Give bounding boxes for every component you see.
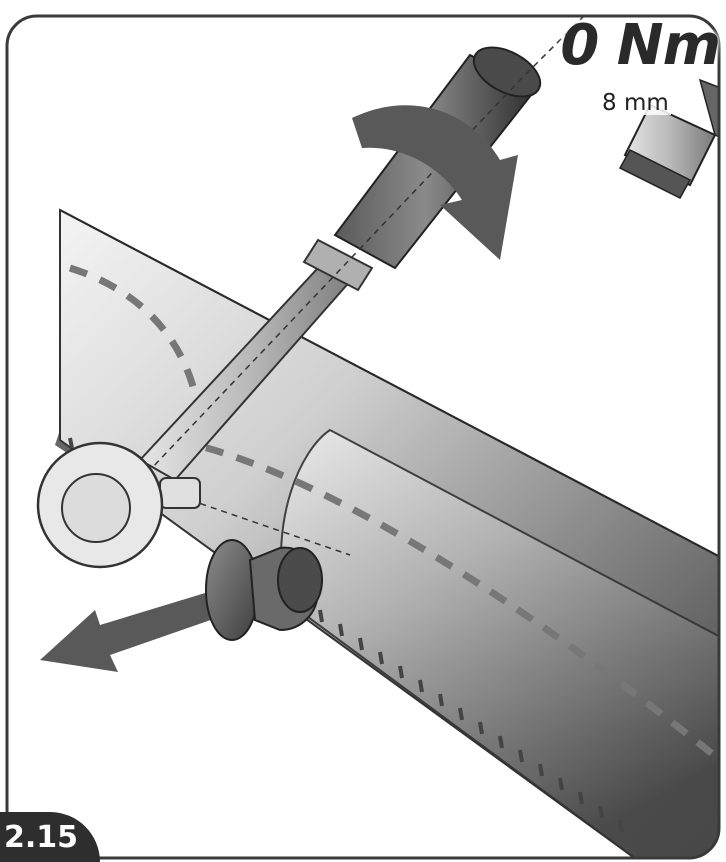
tube-end-cap	[280, 428, 719, 858]
rotate-arrow-icon	[352, 105, 518, 260]
step-number: 2.15	[4, 819, 79, 855]
socket-icon	[618, 78, 719, 199]
pull-out-arrow-icon	[40, 590, 225, 672]
wrench-head	[36, 441, 201, 569]
adjustment-knob	[205, 539, 323, 641]
panel-frame	[5, 14, 721, 860]
socket-size-label: 8 mm	[600, 90, 671, 116]
torque-value-label: 0 Nm	[560, 13, 721, 78]
